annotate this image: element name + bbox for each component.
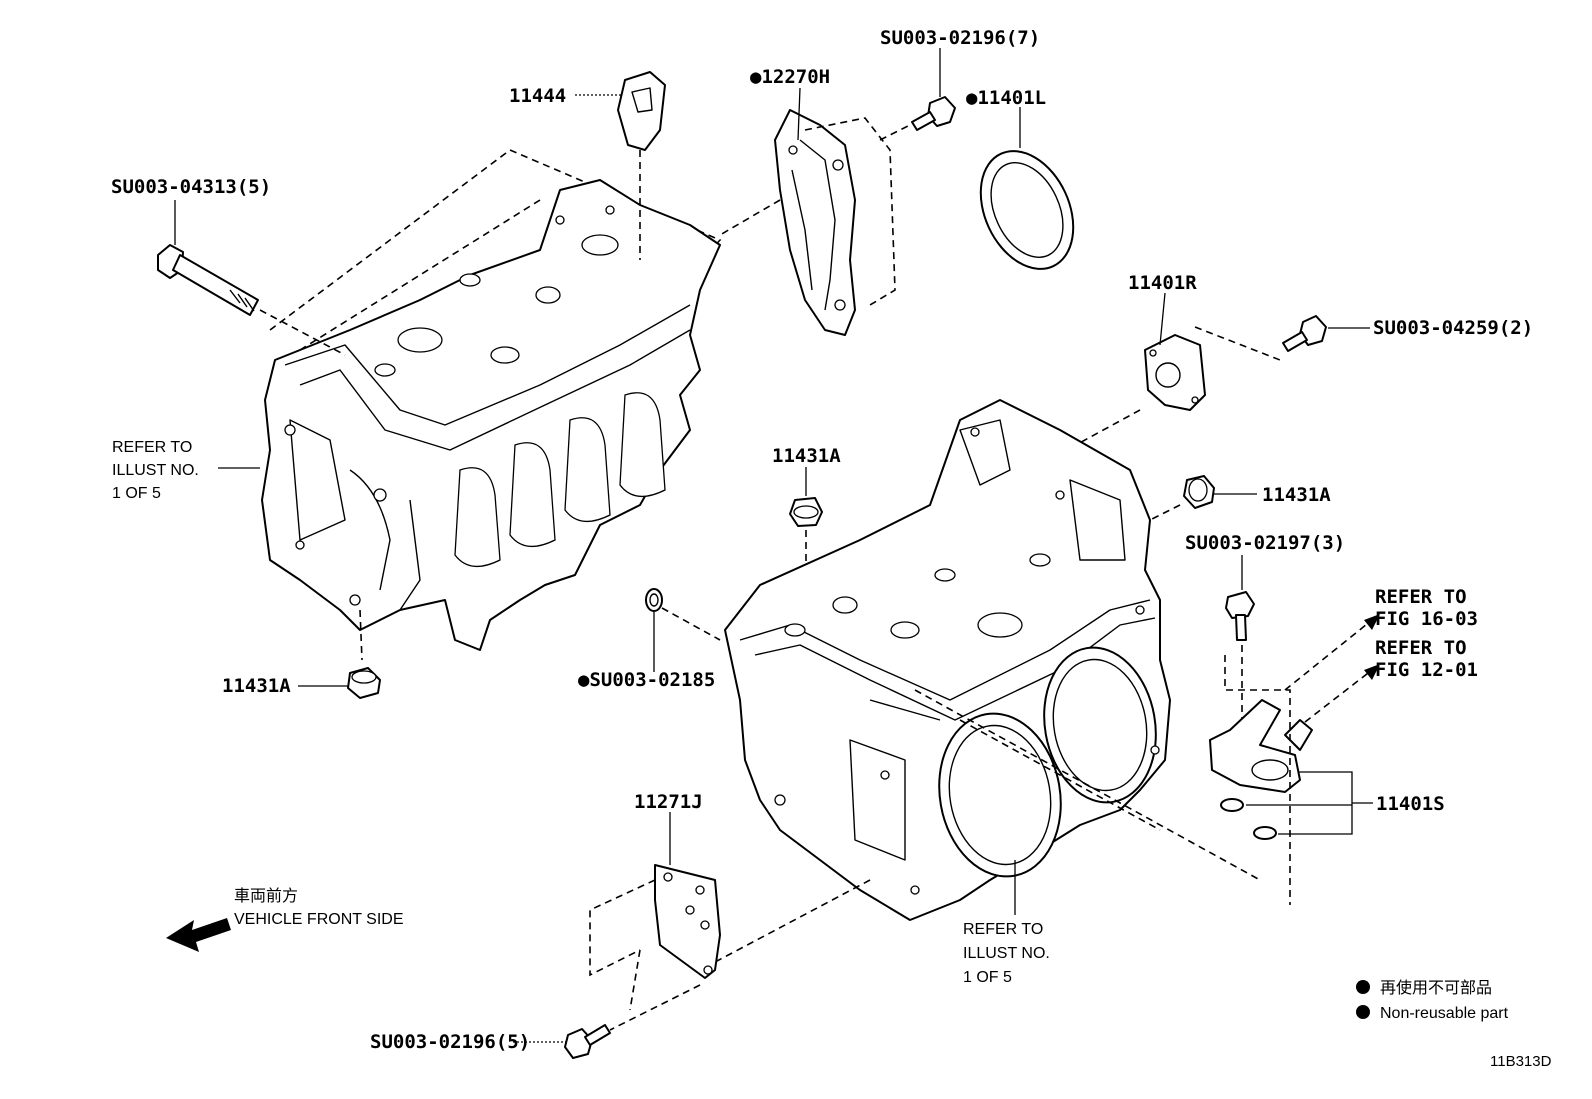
filled-dot-icon xyxy=(1356,1005,1370,1019)
direction-en: VEHICLE FRONT SIDE xyxy=(234,911,404,928)
refer-bottom-line-1: REFER TO xyxy=(963,921,1043,938)
gasket-12270h xyxy=(719,109,921,336)
left-cylinder-block xyxy=(261,149,722,661)
cover-11401r xyxy=(1029,326,1281,471)
bolt-su003-02197-3 xyxy=(1225,591,1255,760)
refer-fig2-line-1: REFER TO xyxy=(1375,637,1467,659)
legend-jp: 再使用不可部品 xyxy=(1380,979,1492,997)
label-11401s: 11401S xyxy=(1376,793,1445,815)
right-cylinder-block xyxy=(699,399,1261,971)
seal-11401l xyxy=(979,150,1075,270)
plate-11271j xyxy=(589,864,721,1031)
label-su003-04259-2: SU003-04259(2) xyxy=(1373,317,1533,339)
refer-left-line-3: 1 OF 5 xyxy=(112,485,161,502)
label-su003-02196-5: SU003-02196(5) xyxy=(370,1031,530,1053)
label-su003-02196-7: SU003-02196(7) xyxy=(880,27,1040,49)
vehicle-front-indicator: 車両前方 VEHICLE FRONT SIDE xyxy=(166,887,404,952)
oring-su003-02185 xyxy=(645,588,721,641)
refer-fig-12-01: REFER TO FIG 12-01 xyxy=(1375,637,1478,681)
water-outlet-11401s xyxy=(1209,614,1380,905)
filled-dot-icon xyxy=(1356,980,1370,994)
bolt-su003-02196-5 xyxy=(564,1024,611,1059)
refer-bottom-line-3: 1 OF 5 xyxy=(963,969,1012,986)
plug-11431a-left xyxy=(347,667,381,699)
label-11444: 11444 xyxy=(509,85,566,107)
refer-bottom-line-2: ILLUST NO. xyxy=(963,945,1050,962)
refer-fig2-line-2: FIG 12-01 xyxy=(1375,659,1478,681)
direction-jp: 車両前方 xyxy=(234,887,298,905)
label-12270h: ●12270H xyxy=(750,66,830,88)
long-bolt-su003-04313 xyxy=(157,244,346,356)
label-11431a-right: 11431A xyxy=(1262,484,1331,506)
bolt-su003-04259-2 xyxy=(1282,315,1327,352)
label-su003-02197-3: SU003-02197(3) xyxy=(1185,532,1345,554)
label-11431a-center: 11431A xyxy=(772,445,841,467)
label-su003-02185: ●SU003-02185 xyxy=(578,669,715,691)
label-11401r: 11401R xyxy=(1128,272,1197,294)
legend: 再使用不可部品 Non-reusable part xyxy=(1356,979,1509,1022)
part-11444 xyxy=(617,71,666,260)
refer-note-bottom: REFER TO ILLUST NO. 1 OF 5 xyxy=(963,921,1050,986)
arrow-left-icon xyxy=(166,918,231,952)
refer-left-line-2: ILLUST NO. xyxy=(112,462,199,479)
refer-fig-16-03: REFER TO FIG 16-03 xyxy=(1375,586,1478,630)
refer-note-left: REFER TO ILLUST NO. 1 OF 5 xyxy=(112,439,199,502)
refer-fig1-line-2: FIG 16-03 xyxy=(1375,608,1478,630)
leader-lines xyxy=(174,48,1373,1043)
plug-11431a-center xyxy=(789,497,823,625)
refer-left-line-1: REFER TO xyxy=(112,439,192,456)
label-11401l: ●11401L xyxy=(966,87,1046,109)
plug-11431a-right xyxy=(1149,475,1215,521)
label-11271j: 11271J xyxy=(634,791,703,813)
refer-fig1-line-1: REFER TO xyxy=(1375,586,1467,608)
figure-code: 11B313D xyxy=(1490,1053,1552,1070)
bolt-su003-02196-7 xyxy=(911,96,956,131)
label-11431a-left: 11431A xyxy=(222,675,291,697)
legend-en: Non-reusable part xyxy=(1380,1005,1509,1022)
label-su003-04313-5: SU003-04313(5) xyxy=(111,176,271,198)
